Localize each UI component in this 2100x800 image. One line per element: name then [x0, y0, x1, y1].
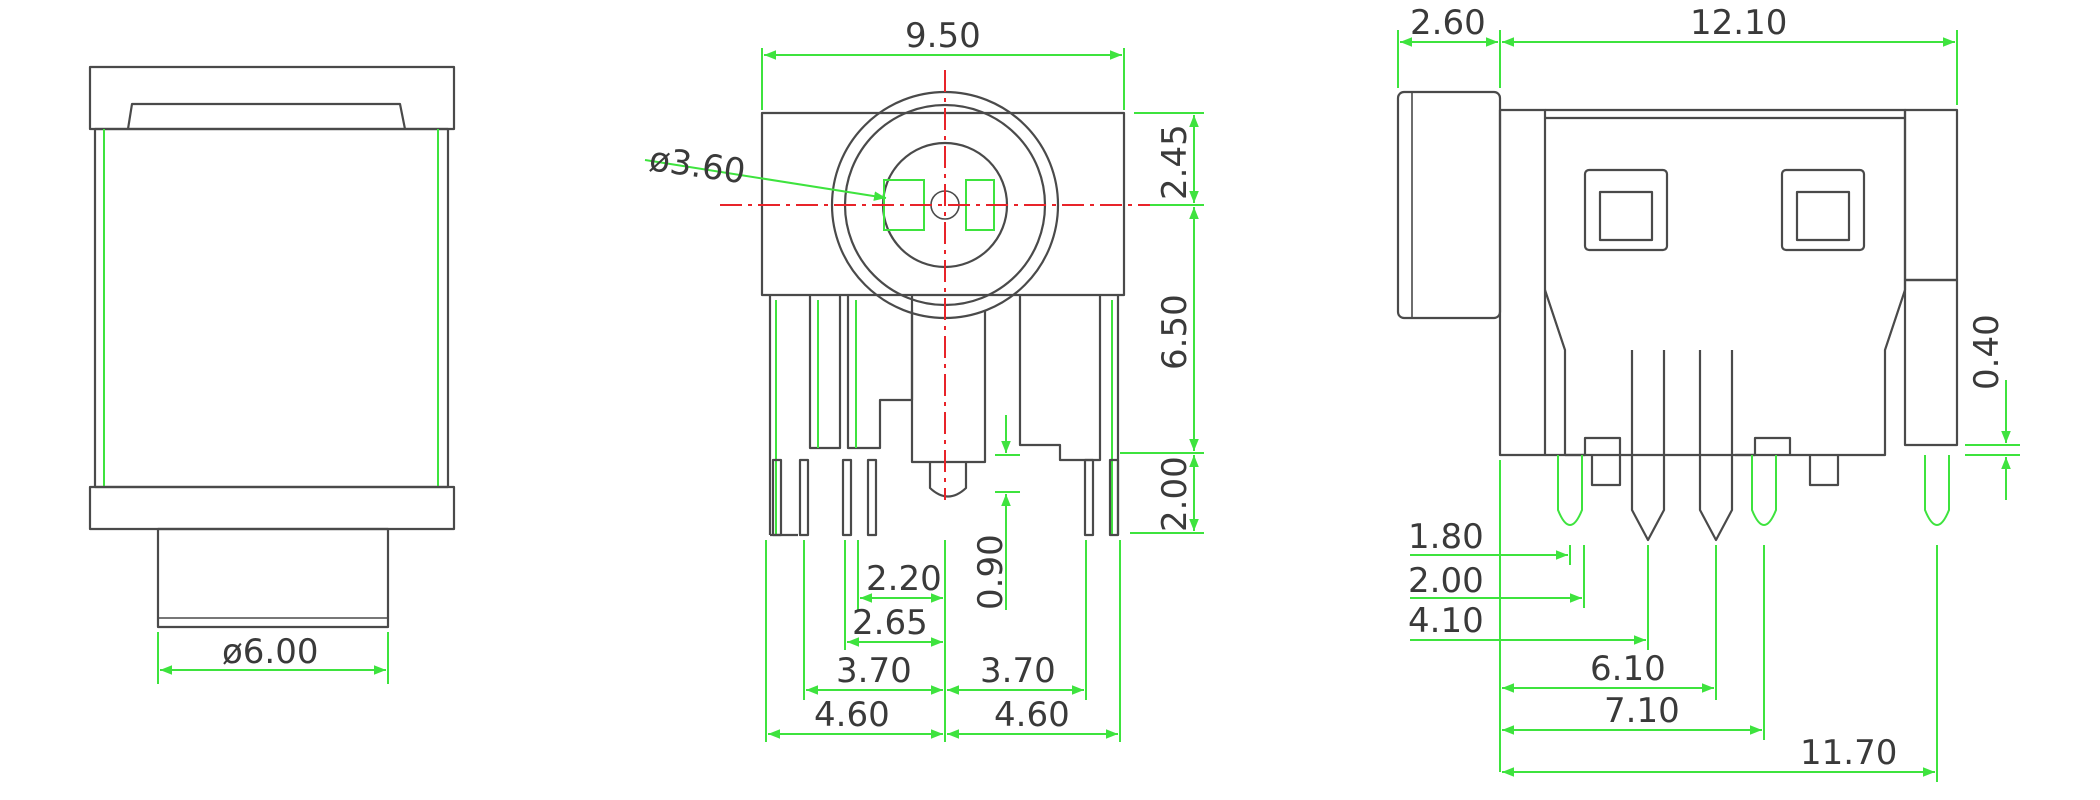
front-right-terminal: [1018, 295, 1102, 462]
side-pin-b: [1698, 350, 1734, 542]
side-body-chamfer: [1543, 289, 1567, 455]
side-window-right: [1780, 168, 1866, 252]
rear-top-flange: [88, 65, 456, 131]
rear-top-notch: [126, 102, 407, 130]
front-pin-f: [1108, 458, 1120, 537]
front-view: 9.50 ø3.60 2.45 6.50 2.00 0.90 2.20 2.65…: [644, 16, 1204, 742]
pin-4-10-label: 4.10: [1408, 601, 1484, 641]
pin-4-60-left-label: 4.60: [814, 695, 890, 735]
side-pin-green-2: [1751, 455, 1777, 526]
side-body: [1545, 108, 1907, 457]
barrel-length-label: 2.60: [1410, 3, 1486, 43]
front-center-post: [910, 310, 987, 464]
top-to-center-label: 2.45: [1155, 124, 1195, 200]
pin-7-10-label: 7.10: [1604, 691, 1680, 731]
pin-6-10-label: 6.10: [1590, 649, 1666, 689]
hole-leader: [644, 159, 887, 201]
body-length-label: 12.10: [1690, 3, 1787, 43]
side-pin-a: [1630, 350, 1666, 542]
pin-length-label: 2.00: [1155, 456, 1195, 532]
side-front-flange: [1498, 108, 1547, 457]
center-pin-offset-label: 0.90: [971, 534, 1011, 610]
front-pin-a: [771, 458, 783, 537]
side-pin-stub-2: [1808, 455, 1840, 487]
front-left-terminal: [808, 295, 842, 450]
pin-1-80-label: 1.80: [1408, 517, 1484, 557]
pin-3-70-right-label: 3.70: [980, 651, 1056, 691]
front-center-pin: [928, 462, 968, 498]
side-window-right-inner: [1795, 190, 1851, 242]
barrel-diameter-label: ø6.00: [222, 632, 319, 672]
pin-2-20-label: 2.20: [866, 559, 942, 599]
side-window-left: [1583, 168, 1669, 252]
side-pin-green-3: [1924, 455, 1950, 526]
side-barrel: [1396, 90, 1502, 320]
hole-dia-label: ø3.60: [647, 139, 748, 192]
pin-2-65-label: 2.65: [852, 603, 928, 643]
front-pin-c: [841, 458, 853, 537]
front-pin-b: [798, 458, 810, 537]
side-pin-stub-1: [1590, 455, 1622, 487]
side-foot-2: [1735, 436, 1792, 457]
front-pin-d: [866, 458, 878, 537]
pin-4-60-right-label: 4.60: [994, 695, 1070, 735]
standoff-label: 0.40: [1967, 314, 2007, 390]
front-mid-terminal: [846, 295, 914, 450]
rear-bottom-flange: [88, 485, 456, 531]
width-label: 9.50: [905, 16, 981, 56]
pin-2-00-label: 2.00: [1408, 561, 1484, 601]
side-view: 2.60 12.10 0.40 1.80 2.00 4.10 6.10 7.10…: [1396, 3, 2020, 782]
rear-barrel: [156, 527, 390, 629]
rear-body: [93, 127, 450, 489]
side-rear-block-lower: [1903, 278, 1959, 447]
side-window-left-inner: [1598, 190, 1654, 242]
side-rear-block-upper: [1903, 108, 1959, 282]
side-pin-green-1: [1557, 455, 1583, 526]
front-pin-e: [1083, 458, 1095, 537]
pin-11-70-label: 11.70: [1800, 733, 1897, 773]
pin-3-70-left-label: 3.70: [836, 651, 912, 691]
center-to-base-label: 6.50: [1155, 294, 1195, 370]
rear-view: ø6.00: [88, 65, 456, 684]
side-foot-1: [1565, 436, 1622, 457]
